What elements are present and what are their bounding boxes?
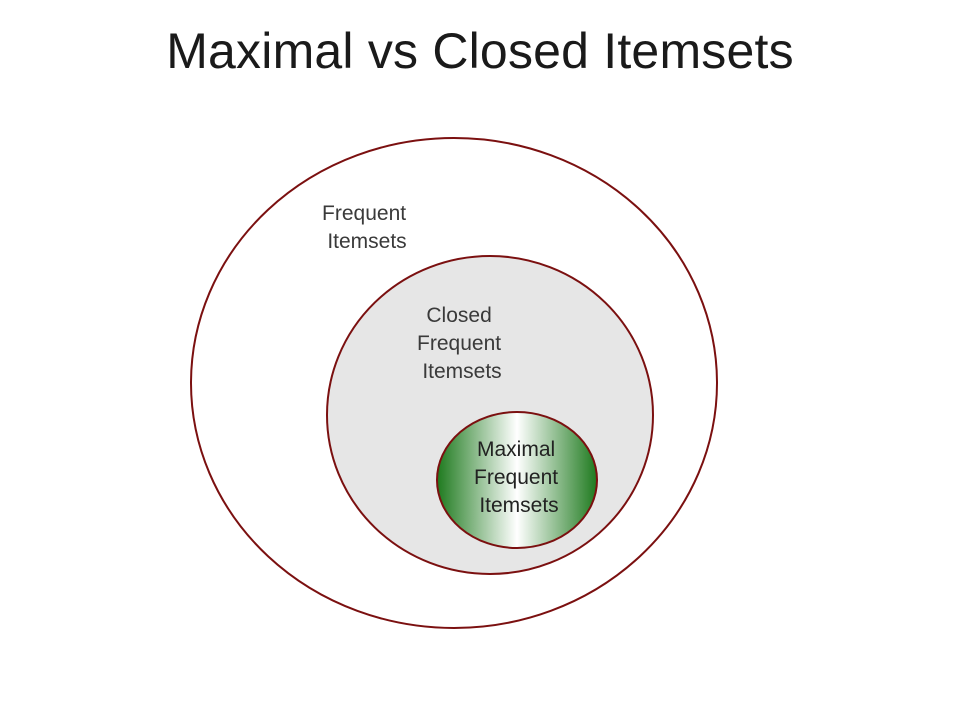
closed-label-line: Itemsets (422, 360, 501, 383)
frequent-label-line: Itemsets (327, 230, 406, 253)
maximal-label-line: Frequent (474, 466, 558, 489)
frequent-itemsets-label: Frequent Itemsets (322, 202, 412, 253)
maximal-itemsets-label: Maximal Frequent Itemsets (474, 438, 564, 517)
slide-title: Maximal vs Closed Itemsets (166, 23, 794, 79)
maximal-label-line: Maximal (477, 438, 555, 461)
maximal-label-line: Itemsets (479, 494, 558, 517)
closed-itemsets-label: Closed Frequent Itemsets (417, 304, 507, 383)
closed-label-line: Frequent (417, 332, 501, 355)
maximal-itemsets-circle (436, 411, 598, 549)
frequent-label-line: Frequent (322, 202, 406, 225)
closed-label-line: Closed (426, 304, 491, 327)
